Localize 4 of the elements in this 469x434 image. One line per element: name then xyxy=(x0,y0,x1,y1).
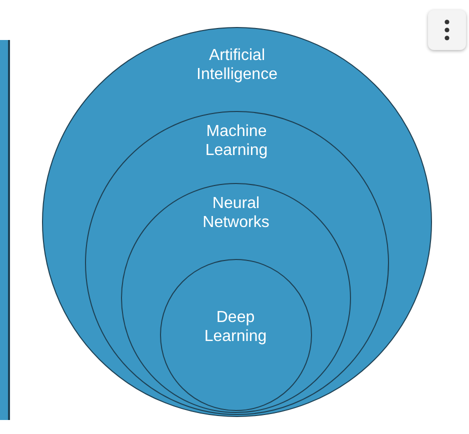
circle-label: Neural Networks xyxy=(202,194,270,232)
circle-label: Artificial Intelligence xyxy=(196,46,278,84)
circle-label: Deep Learning xyxy=(203,308,268,346)
circle-label: Machine Learning xyxy=(204,122,269,160)
